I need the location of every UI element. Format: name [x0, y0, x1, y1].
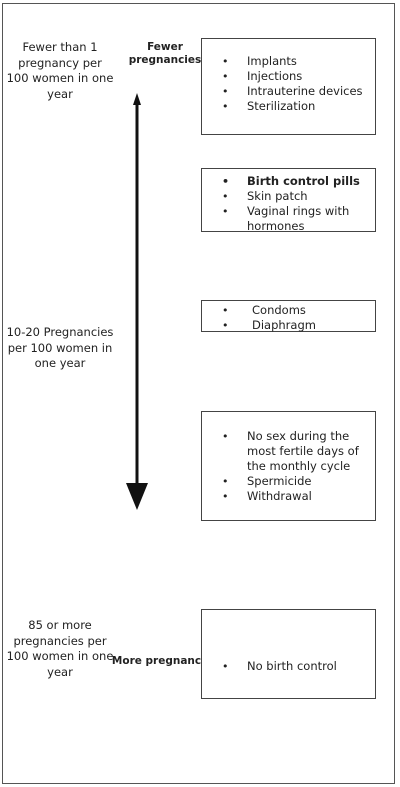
diagram-frame: [2, 3, 395, 784]
label-more-pregnancies: More pregnancies: [111, 655, 219, 667]
list-item: Withdrawal: [202, 489, 375, 504]
list-item: No sex during the most fertile days of t…: [202, 429, 375, 474]
label-85-or-more: 85 or more pregnancies per 100 women in …: [6, 618, 114, 679]
list-item: Injections: [202, 69, 375, 84]
methods-box-2: Birth control pills Skin patch Vaginal r…: [201, 168, 376, 234]
list-item: Sterilization: [202, 99, 375, 114]
label-fewer-pregnancies: Fewer pregnancies: [128, 41, 202, 66]
list-item: No birth control: [202, 659, 375, 674]
methods-box-3: Condoms Diaphragm: [201, 300, 376, 333]
double-arrow-icon: [126, 93, 148, 510]
list-item: Birth control pills: [202, 174, 375, 189]
list-item: Skin patch: [202, 189, 375, 204]
list-item: Spermicide: [202, 474, 375, 489]
label-10-20: 10-20 Pregnancies per 100 women in one y…: [6, 325, 114, 370]
methods-box-4: No sex during the most fertile days of t…: [201, 411, 376, 521]
methods-box-5: No birth control: [201, 609, 376, 699]
label-fewer-than-1: Fewer than 1 pregnancy per 100 women in …: [6, 40, 114, 101]
list-item: Condoms: [202, 303, 375, 318]
methods-box-1: Implants Injections Intrauterine devices…: [201, 38, 376, 135]
list-item: Vaginal rings with hormones: [202, 204, 375, 234]
list-item: Intrauterine devices: [202, 84, 375, 99]
list-item: Implants: [202, 54, 375, 69]
list-item: Diaphragm: [202, 318, 375, 333]
